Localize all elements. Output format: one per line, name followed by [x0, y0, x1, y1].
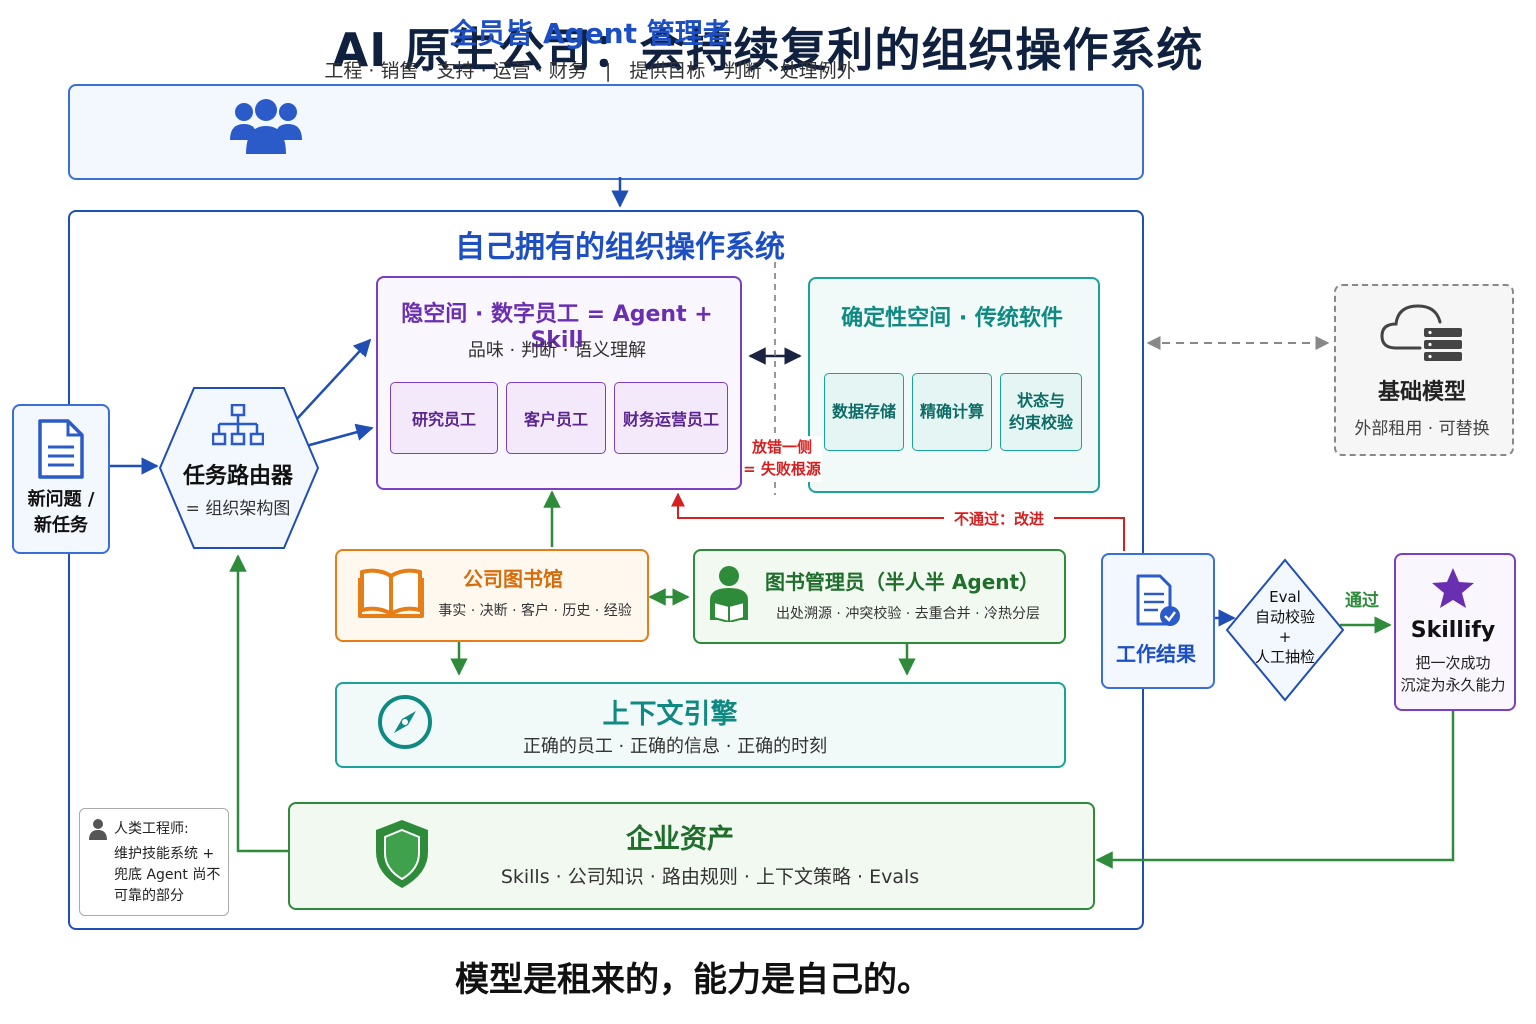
library-subtitle: 事实 · 决断 · 客户 · 历史 · 经验	[438, 603, 632, 619]
det-item-label: 精确计算	[919, 402, 984, 421]
skillify-line2: 沉淀为永久能力	[1400, 676, 1506, 694]
employee-finance-ops: 财务运营员工	[614, 382, 728, 454]
shield-icon	[376, 820, 428, 888]
book-icon	[358, 568, 424, 618]
os-title: 自己拥有的组织操作系统	[455, 230, 785, 265]
wrong-side-note: 放错一侧 = 失败根源	[742, 436, 822, 482]
manager-title: 全员皆 Agent 管理者	[449, 17, 731, 50]
input-box: 新问题 / 新任务	[12, 404, 110, 554]
verified-document-icon	[1136, 574, 1180, 626]
fail-label: 不通过：改进	[944, 508, 1054, 528]
det-item-label: 数据存储	[831, 402, 896, 421]
eval-line3: +	[1278, 628, 1292, 646]
det-item-label-line1: 状态与	[1016, 391, 1065, 410]
employee-research: 研究员工	[390, 382, 498, 454]
router-title: 任务路由器	[182, 464, 293, 489]
eval-line4: 人工抽检	[1254, 648, 1315, 666]
context-title: 上下文引擎	[602, 699, 738, 730]
page-title: AI 原生公司：会持续复利的组织操作系统	[332, 23, 1204, 77]
people-icon	[230, 99, 302, 154]
arrow-fail-loop	[671, 492, 1125, 551]
org-chart-icon	[212, 404, 264, 446]
arrow-skill-to-assets	[1095, 707, 1455, 869]
latent-title: 隐空间 · 数字员工 = Agent + Skill	[401, 302, 713, 353]
human-note-body: 维护技能系统 + 兜底 Agent 尚不可靠的部分	[114, 846, 221, 904]
router-hexagon	[158, 387, 320, 549]
human-engineer-note	[79, 808, 229, 916]
library-title: 公司图书馆	[463, 567, 563, 591]
human-note-heading: 人类工程师:	[114, 821, 189, 837]
input-label-line1: 新问题 /	[27, 489, 95, 510]
model-subtitle: 外部租用 · 可替换	[1354, 419, 1490, 439]
wrong-side-line2: = 失败根源	[743, 460, 821, 478]
pass-label: 通过	[1345, 591, 1379, 611]
footer-slogan: 模型是租来的，能力是自己的。	[455, 960, 931, 1000]
context-subtitle: 正确的员工 · 正确的信息 · 正确的时刻	[522, 736, 828, 757]
manager-subtitle: 工程 · 销售 · 支持 · 运营 · 财务 | 提供目标 · 判断 · 处理例…	[324, 60, 856, 82]
skillify-subtitle: 把一次成功 沉淀为永久能力	[1394, 652, 1512, 696]
employee-customer: 客户员工	[506, 382, 606, 454]
skillify-line1: 把一次成功	[1415, 654, 1491, 672]
assets-subtitle: Skills · 公司知识 · 路由规则 · 上下文策略 · Evals	[500, 866, 920, 888]
model-title: 基础模型	[1377, 380, 1466, 405]
enterprise-assets-box	[288, 802, 1095, 910]
eval-text: Eval 自动校验 + 人工抽检	[1240, 587, 1330, 667]
star-icon	[1432, 568, 1474, 608]
librarian-title: 图书管理员（半人半 Agent）	[764, 570, 1040, 594]
router-subtitle: = 组织架构图	[185, 499, 291, 519]
det-item-data-storage: 数据存储	[824, 373, 904, 451]
skillify-title: Skillify	[1410, 618, 1496, 643]
eval-diamond	[1225, 558, 1345, 702]
librarian-subtitle: 出处溯源 · 冲突校验 · 去重合并 · 冷热分层	[775, 606, 1041, 622]
det-item-label-line2: 约束校验	[1008, 413, 1073, 432]
latent-subtitle: 品味 · 判断 · 语义理解	[467, 340, 647, 361]
cloud-server-icon	[1380, 304, 1462, 361]
arrow-router-to-latent-2	[305, 423, 374, 448]
librarian-box	[693, 549, 1066, 644]
foundation-model-box	[1334, 284, 1514, 456]
document-icon	[38, 419, 84, 479]
det-item-precise-compute: 精确计算	[912, 373, 992, 451]
wrong-side-line1: 放错一侧	[751, 438, 812, 456]
assets-title: 企业资产	[626, 824, 734, 855]
reader-icon	[710, 566, 748, 622]
eval-line2: 自动校验	[1254, 608, 1315, 626]
person-icon	[89, 819, 107, 840]
deterministic-title: 确定性空间 · 传统软件	[841, 306, 1063, 331]
compass-icon	[378, 695, 432, 749]
eval-line1: Eval	[1269, 588, 1301, 606]
arrow-assets-to-router	[229, 554, 288, 853]
arrow-router-to-latent-1	[295, 338, 372, 421]
context-engine-box	[335, 682, 1066, 768]
work-result-label: 工作结果	[1116, 642, 1196, 666]
input-label-line2: 新任务	[34, 515, 88, 536]
det-item-state-constraints: 状态与 约束校验	[1000, 373, 1082, 451]
